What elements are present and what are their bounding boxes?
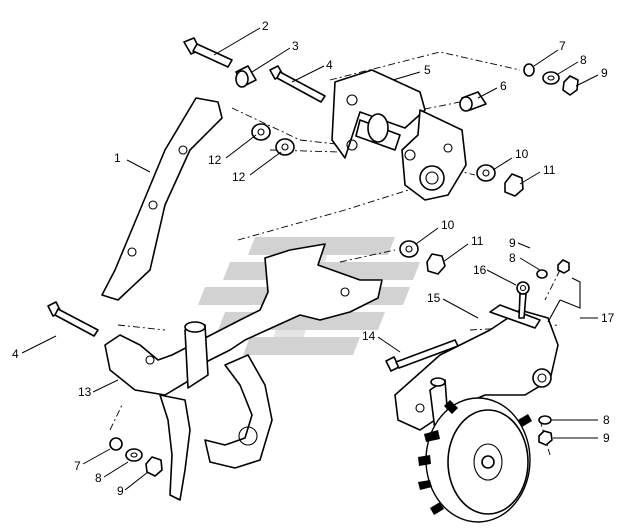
callout-11-middle: 11 xyxy=(471,234,484,248)
callout-12-a: 12 xyxy=(208,153,222,167)
callout-13: 13 xyxy=(78,385,92,399)
part-12-washers xyxy=(251,123,295,156)
middle-hardware-10-11 xyxy=(399,240,446,275)
assembly-lines xyxy=(109,51,561,456)
part-4-bolt-lower xyxy=(47,301,99,337)
callout-2: 2 xyxy=(262,19,269,33)
wheel-tire xyxy=(418,397,532,523)
callout-11-upper: 11 xyxy=(543,163,556,177)
callout-4-upper: 4 xyxy=(326,58,333,72)
callout-7-upper: 7 xyxy=(559,39,566,53)
callout-8-upper: 8 xyxy=(580,53,587,67)
part-1-curved-bracket xyxy=(101,97,223,301)
callout-9-right-lower: 9 xyxy=(603,431,610,445)
part-4-bolt-upper xyxy=(269,65,326,103)
upper-hardware-7-8-9 xyxy=(523,63,579,96)
right-lower-hardware-8-9 xyxy=(538,415,553,446)
lower-hardware-7-8-9 xyxy=(109,437,163,477)
callout-9-lower: 9 xyxy=(117,484,124,498)
callout-10-upper: 10 xyxy=(515,147,529,161)
callout-16: 16 xyxy=(473,263,487,277)
part-17-j-hook xyxy=(547,277,581,323)
callout-17: 17 xyxy=(601,311,615,325)
callout-7-lower: 7 xyxy=(74,459,81,473)
part-2-bolt xyxy=(183,37,233,68)
part-13-frame xyxy=(104,243,383,501)
part-14-bolt xyxy=(385,339,459,372)
callout-3: 3 xyxy=(292,39,299,53)
callout-8-lower: 8 xyxy=(95,471,102,485)
part-3-spacer xyxy=(235,65,257,88)
callout-4-lower: 4 xyxy=(12,347,19,361)
part-6-stud xyxy=(459,91,487,112)
callout-8-right-top: 8 xyxy=(509,251,516,265)
callout-15: 15 xyxy=(427,291,441,305)
callout-10-middle: 10 xyxy=(441,218,455,232)
callout-14: 14 xyxy=(362,329,376,343)
callout-1: 1 xyxy=(114,151,121,165)
upper-hardware-10-11 xyxy=(476,164,524,197)
callout-6: 6 xyxy=(500,79,507,93)
right-top-hardware-8-9 xyxy=(536,259,570,279)
leader-lines xyxy=(21,27,599,491)
callout-labels: 2 3 4 5 6 7 8 9 10 11 1 12 12 10 11 9 8 … xyxy=(12,19,615,498)
wheel-assembly xyxy=(394,304,559,523)
callout-9-upper: 9 xyxy=(601,66,608,80)
callout-8-right-lower: 8 xyxy=(603,413,610,427)
callout-12-b: 12 xyxy=(232,170,246,184)
part-16-eye-bolt xyxy=(516,281,530,319)
callout-9-right-top: 9 xyxy=(509,236,516,250)
part-5-bracket-assembly xyxy=(331,69,467,201)
callout-5: 5 xyxy=(424,63,431,77)
